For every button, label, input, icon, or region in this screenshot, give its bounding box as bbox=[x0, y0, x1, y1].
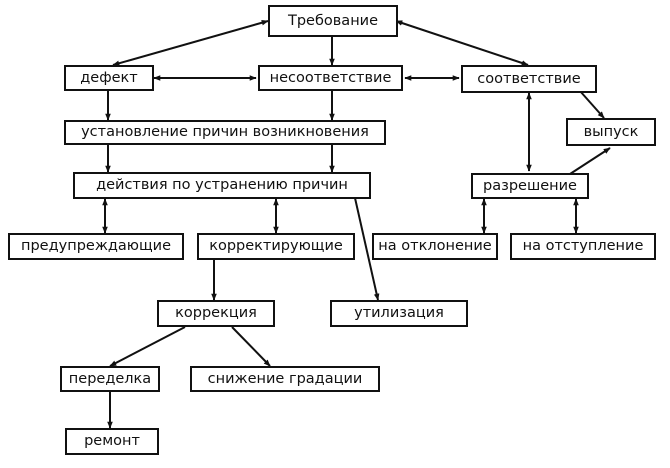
edge-requirement-defect bbox=[112, 20, 269, 66]
node-repair: ремонт bbox=[65, 428, 159, 455]
node-defect-label: дефект bbox=[80, 69, 138, 86]
node-nonconformity: несоответствие bbox=[258, 65, 403, 91]
node-correction: коррекция bbox=[157, 300, 275, 327]
node-preventive-label: предупреждающие bbox=[21, 238, 171, 255]
node-cause-removal: действия по устранению причин bbox=[73, 172, 371, 199]
edge-requirement-conformity bbox=[395, 20, 529, 66]
edge-conformity-release bbox=[579, 90, 605, 119]
node-release: выпуск bbox=[566, 118, 656, 146]
edge-permission-release bbox=[569, 147, 611, 175]
node-permission: разрешение bbox=[471, 173, 589, 199]
edge-removal-disposal bbox=[354, 197, 380, 301]
node-corrective: корректирующие bbox=[197, 233, 355, 260]
node-deviation-label: на отклонение bbox=[378, 238, 492, 255]
node-disposal: утилизация bbox=[330, 300, 468, 327]
node-permission-label: разрешение bbox=[483, 177, 577, 194]
node-deviation: на отклонение bbox=[372, 233, 498, 260]
node-cause-finding-label: установление причин возникновения bbox=[81, 124, 369, 141]
edge-correction-rework bbox=[109, 326, 186, 367]
node-corrective-label: корректирующие bbox=[209, 238, 343, 255]
node-preventive: предупреждающие bbox=[8, 233, 184, 260]
node-waiver-label: на отступление bbox=[522, 238, 644, 255]
node-rework-label: переделка bbox=[68, 370, 152, 387]
node-requirement-label: Требование bbox=[287, 12, 379, 29]
node-repair-label: ремонт bbox=[84, 433, 140, 450]
node-cause-finding: установление причин возникновения bbox=[64, 120, 386, 145]
node-correction-label: коррекция bbox=[175, 305, 257, 322]
node-release-label: выпуск bbox=[583, 123, 639, 140]
node-conformity-label: соответствие bbox=[477, 70, 581, 87]
node-cause-removal-label: действия по устранению причин bbox=[96, 177, 348, 194]
node-conformity: соответствие bbox=[461, 65, 597, 93]
edge-correction-downgrade bbox=[231, 326, 271, 367]
node-nonconformity-label: несоответствие bbox=[269, 69, 392, 86]
node-requirement: Требование bbox=[268, 5, 398, 37]
node-downgrade: снижение градации bbox=[190, 366, 380, 392]
node-disposal-label: утилизация bbox=[354, 305, 444, 322]
node-rework: переделка bbox=[60, 366, 160, 392]
node-downgrade-label: снижение градации bbox=[207, 370, 363, 387]
node-waiver: на отступление bbox=[510, 233, 656, 260]
node-defect: дефект bbox=[64, 65, 154, 91]
